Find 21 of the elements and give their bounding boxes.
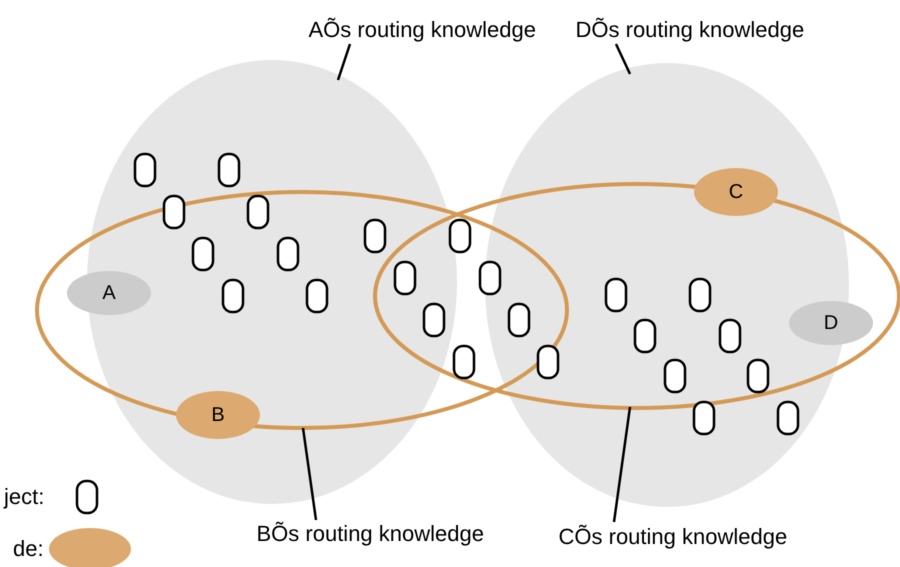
leader-line	[336, 44, 352, 80]
region-ellipse	[484, 62, 850, 508]
ring-ellipse	[34, 189, 570, 431]
region-label: CÕs routing knowledge	[558, 524, 788, 550]
node-label: A	[102, 282, 116, 304]
region-ellipse	[86, 59, 458, 505]
node-label: D	[824, 312, 838, 334]
node-label: C	[728, 180, 744, 204]
region-label: DÕs routing knowledge	[576, 17, 804, 43]
region-label: BÕs routing knowledge	[256, 521, 484, 547]
region-label: AÕs routing knowledge	[308, 17, 536, 43]
node-ellipse	[788, 300, 874, 346]
node-ellipse	[693, 167, 779, 217]
legend-label: ject:	[4, 484, 44, 510]
node-label: B	[211, 404, 225, 426]
leader-line	[302, 428, 318, 520]
node-ellipse	[66, 270, 152, 316]
node-ellipse	[175, 390, 261, 440]
leader-line	[614, 43, 632, 75]
legend-label: de:	[13, 536, 44, 562]
leader-line	[612, 406, 632, 522]
